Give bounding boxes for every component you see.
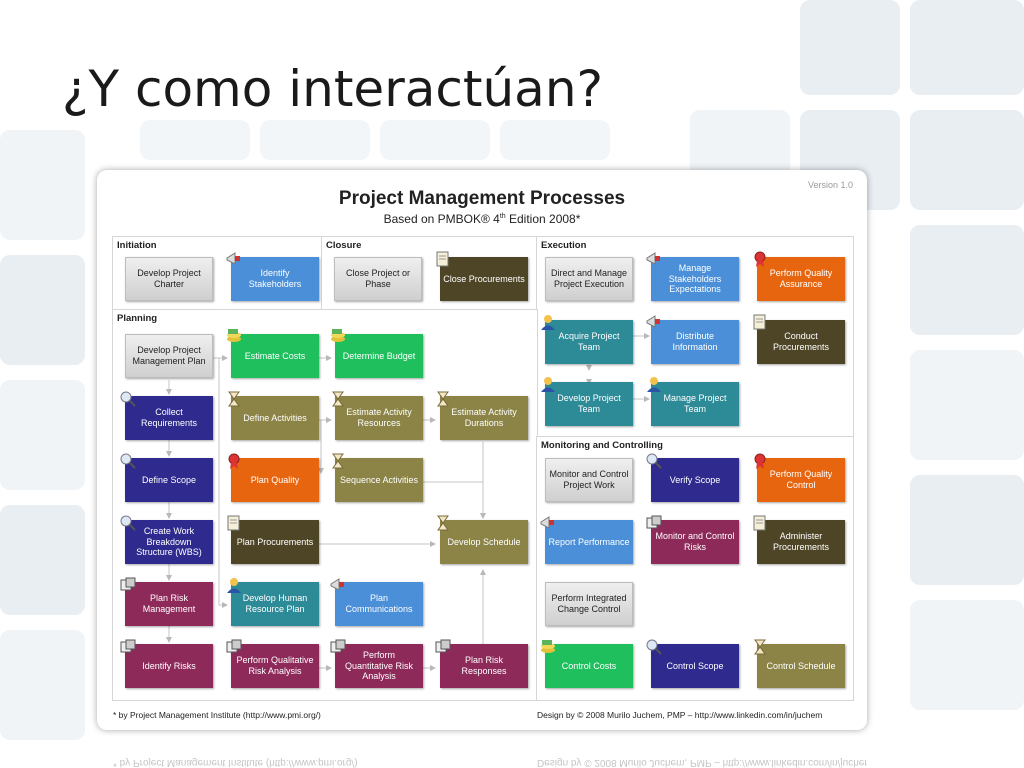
process-sheet: Version 1.0 Project Management Processes… [97,170,867,730]
hourglass-icon [332,453,344,469]
box-administer-procurements: Administer Procurements [757,520,845,564]
box-monitor-control-risks: Monitor and Control Risks [651,520,739,564]
process-chart-image: Version 1.0 Project Management Processes… [97,170,867,730]
box-identify-stakeholders: Identify Stakeholders [231,257,319,301]
dice-icon [330,639,346,653]
person-icon [227,578,241,593]
box-control-costs: Control Costs [545,644,633,688]
version-label: Version 1.0 [807,180,853,190]
box-perform-quality-assurance: Perform Quality Assurance [757,257,845,301]
box-conduct-procurements: Conduct Procurements [757,320,845,364]
box-develop-schedule: Develop Schedule [440,520,528,564]
hourglass-icon [437,391,449,407]
hourglass-icon [228,391,240,407]
box-collect-requirements: Collect Requirements [125,396,213,440]
box-perform-quality-control: Perform Quality Control [757,458,845,502]
box-control-schedule: Control Schedule [757,644,845,688]
box-develop-pm-plan: Develop Project Management Plan [125,334,213,378]
box-develop-project-team: Develop Project Team [545,382,633,426]
image-reflection: * by Project Management Institute (http:… [97,734,867,768]
footer-source: * by Project Management Institute (http:… [113,710,321,720]
dice-icon [120,639,136,653]
chart-subtitle: Based on PMBOK® 4th Edition 2008* [383,212,581,226]
document-icon [436,251,449,267]
box-define-scope: Define Scope [125,458,213,502]
box-estimate-activity-durations: Estimate Activity Durations [440,396,528,440]
coins-icon [331,329,345,342]
box-verify-scope: Verify Scope [651,458,739,502]
box-manage-project-team: Manage Project Team [651,382,739,426]
document-icon [753,515,766,531]
box-acquire-project-team: Acquire Project Team [545,320,633,364]
box-quantitative-risk: Perform Quantitative Risk Analysis [335,644,423,688]
connector-lines [166,333,650,671]
person-icon [541,377,555,392]
box-estimate-activity-resources: Estimate Activity Resources [335,396,423,440]
coins-icon [541,640,555,653]
ribbon-icon [754,453,766,469]
box-create-wbs: Create Work Breakdown Structure (WBS) [125,520,213,564]
box-close-project-or-phase: Close Project or Phase [334,257,422,301]
magnifier-icon [646,453,662,469]
hourglass-icon [332,391,344,407]
person-icon [647,377,661,392]
reflection-footer-left: * by Project Management Institute (http:… [113,757,358,768]
box-plan-risk-management: Plan Risk Management [125,582,213,626]
box-distribute-information: Distribute Information [651,320,739,364]
dice-icon [226,639,242,653]
document-icon [753,314,766,330]
coins-icon [227,329,241,342]
megaphone-icon [646,252,660,265]
ribbon-icon [228,453,240,469]
box-plan-procurements: Plan Procurements [231,520,319,564]
box-integrated-change-control: Perform Integrated Change Control [545,582,633,626]
box-develop-hr-plan: Develop Human Resource Plan [231,582,319,626]
box-control-scope: Control Scope [651,644,739,688]
box-develop-project-charter: Develop Project Charter [125,257,213,301]
magnifier-icon [646,639,662,655]
megaphone-icon [646,315,660,328]
megaphone-icon [330,578,344,591]
box-estimate-costs: Estimate Costs [231,334,319,378]
reflection-footer-right: Design by © 2008 Murilo Juchem, PMP – ht… [537,757,867,768]
document-icon [227,515,240,531]
dice-icon [646,515,662,529]
box-report-performance: Report Performance [545,520,633,564]
box-close-procurements: Close Procurements [440,257,528,301]
box-determine-budget: Determine Budget [335,334,423,378]
magnifier-icon [120,515,136,531]
hourglass-icon [437,515,449,531]
box-identify-risks: Identify Risks [125,644,213,688]
box-plan-communications: Plan Communications [335,582,423,626]
hourglass-icon [754,639,766,655]
box-define-activities: Define Activities [231,396,319,440]
box-sequence-activities: Sequence Activities [335,458,423,502]
box-monitor-control-work: Monitor and Control Project Work [545,458,633,502]
slide-title: ¿Y como interactúan? [62,60,604,118]
box-plan-quality: Plan Quality [231,458,319,502]
magnifier-icon [120,391,136,407]
box-plan-risk-responses: Plan Risk Responses [440,644,528,688]
dice-icon [435,639,451,653]
box-direct-manage-execution: Direct and Manage Project Execution [545,257,633,301]
box-manage-stakeholders: Manage Stakeholders Expectations [651,257,739,301]
person-icon [541,315,555,330]
ribbon-icon [754,251,766,267]
dice-icon [120,577,136,591]
megaphone-icon [540,516,554,529]
megaphone-icon [226,252,240,265]
magnifier-icon [120,453,136,469]
box-qualitative-risk: Perform Qualitative Risk Analysis [231,644,319,688]
chart-title: Project Management Processes [338,188,626,209]
footer-credit: Design by © 2008 Murilo Juchem, PMP – ht… [537,710,823,720]
